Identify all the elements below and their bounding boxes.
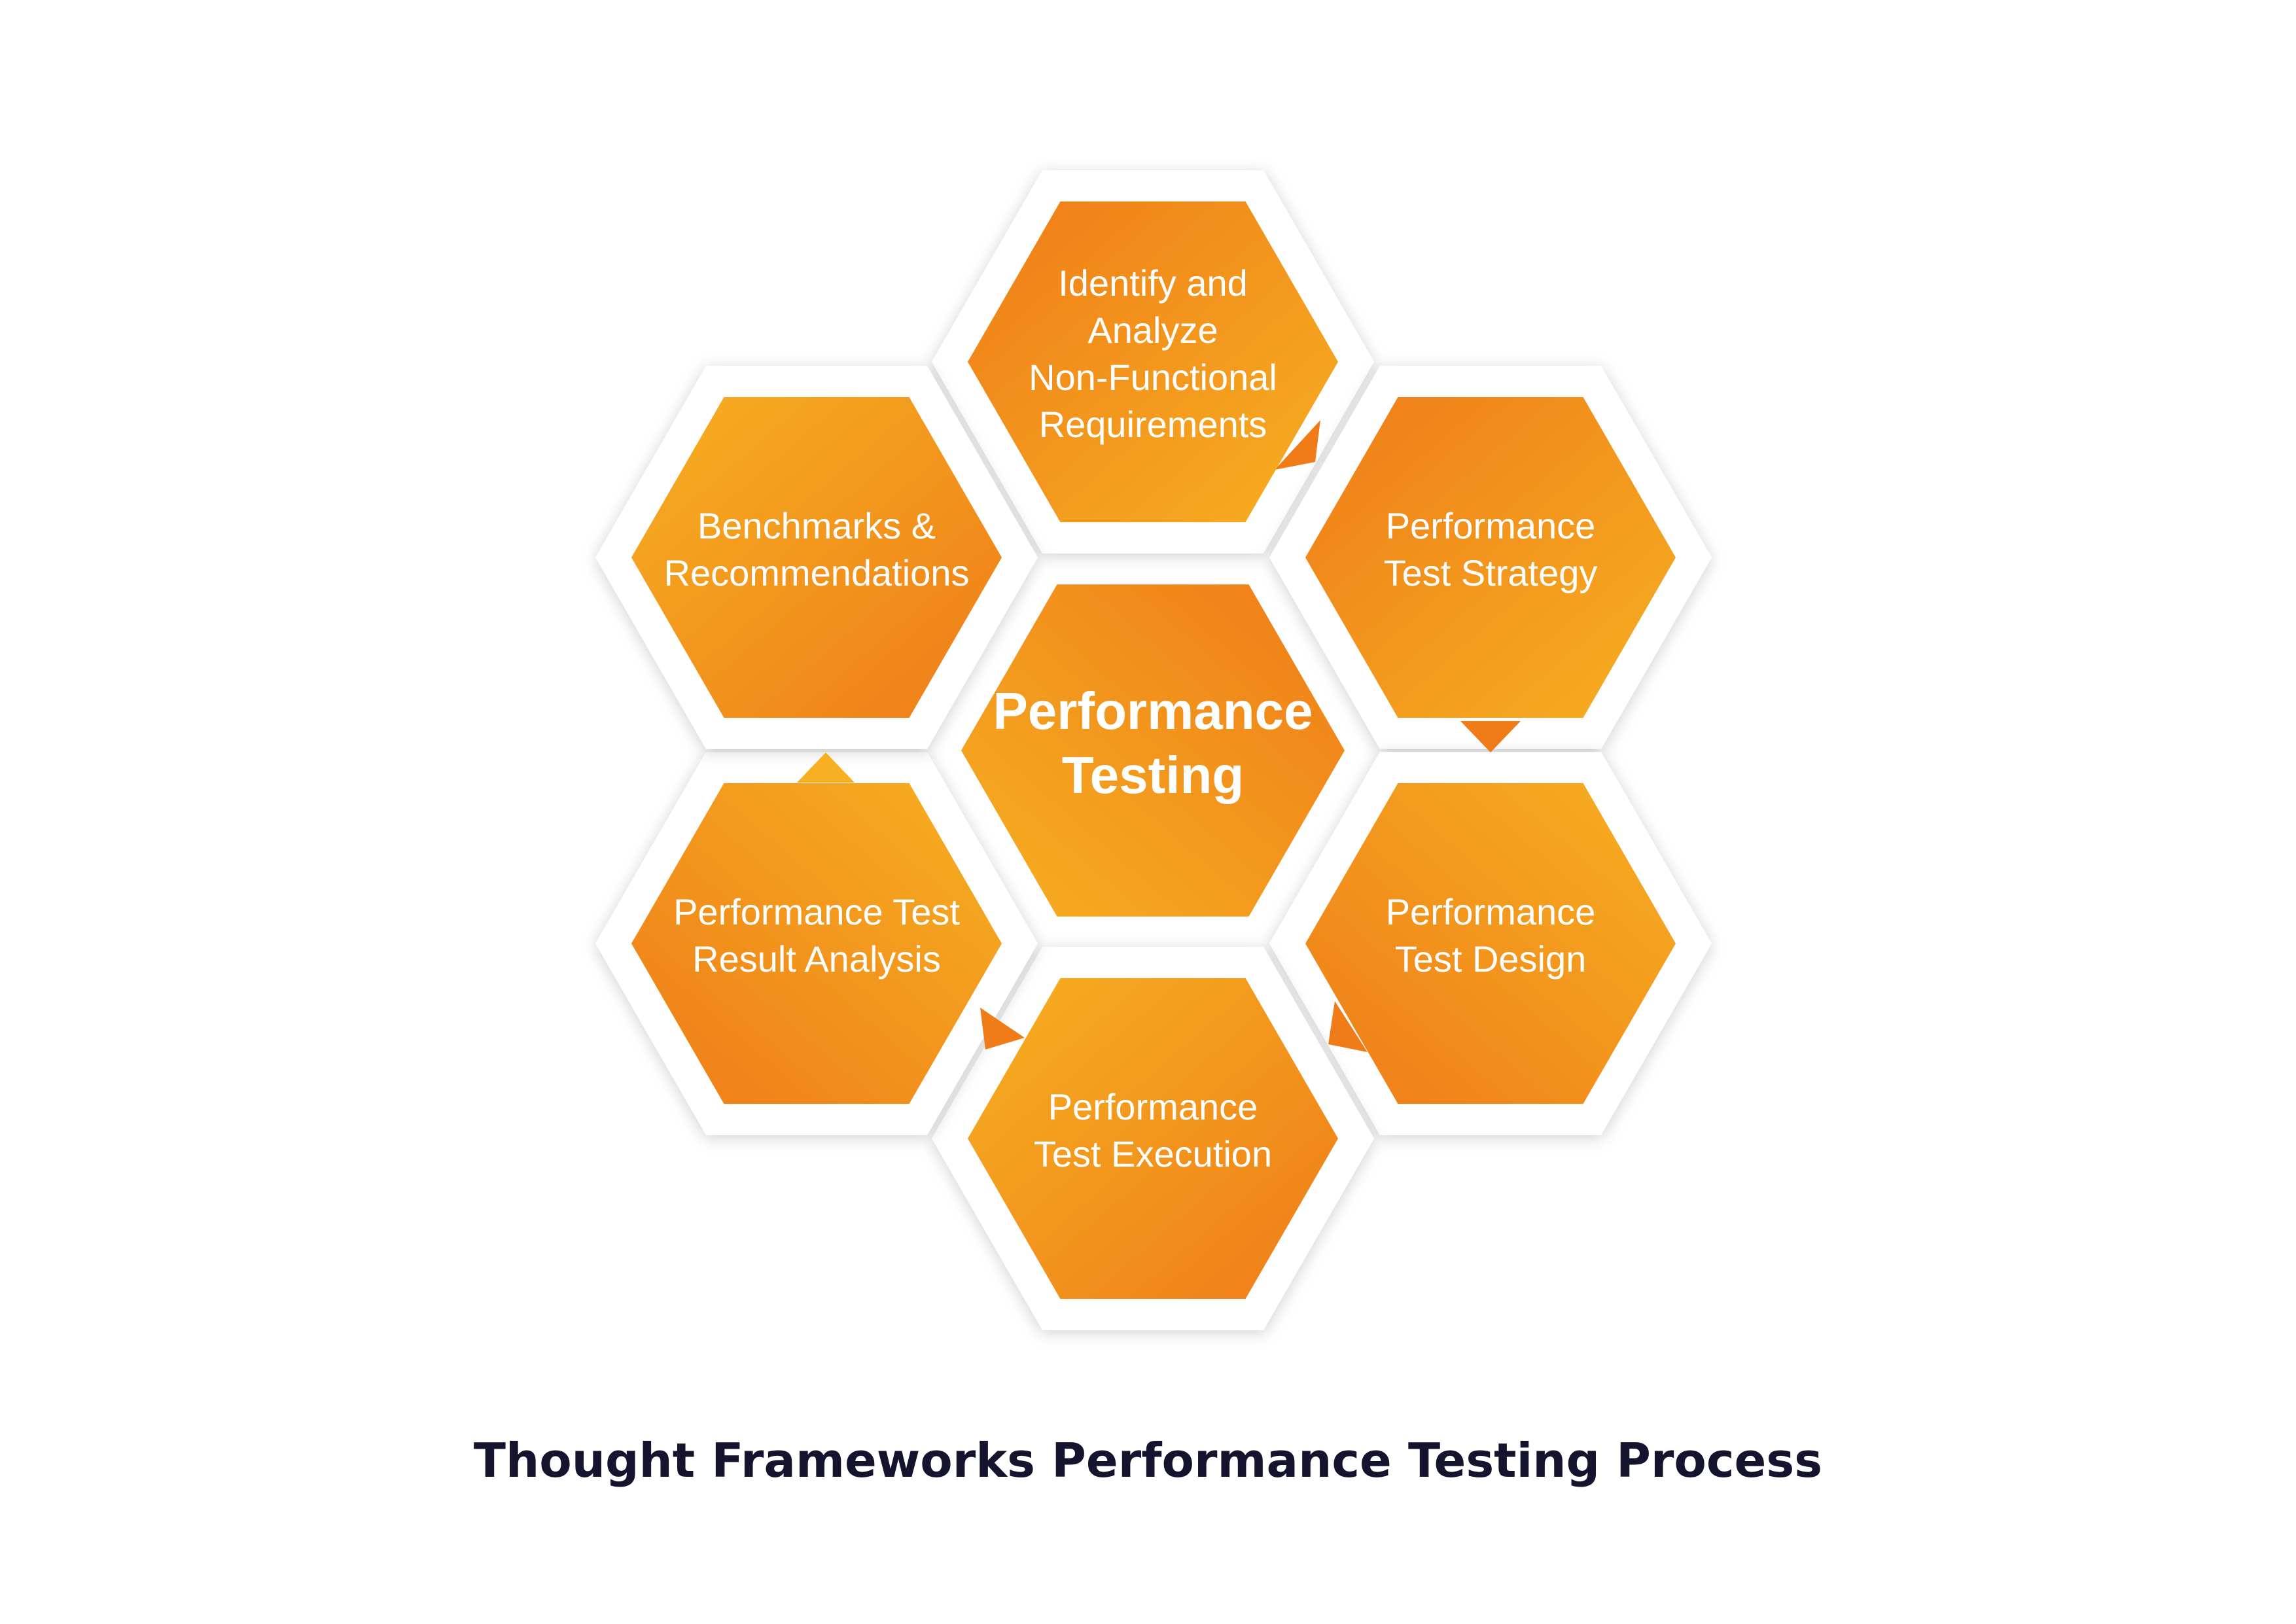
label-execution-line: Test Execution bbox=[1034, 1133, 1272, 1174]
hex-connectors bbox=[797, 420, 1521, 1052]
label-analysis-line: Performance Test bbox=[673, 891, 960, 932]
label-requirements-line: Identify and bbox=[1058, 262, 1248, 304]
label-execution-line: Performance bbox=[1048, 1086, 1258, 1127]
hex-strategy bbox=[1305, 397, 1676, 718]
label-benchmarks: Benchmarks & Recommendations bbox=[664, 505, 970, 593]
hex-design bbox=[1305, 783, 1676, 1104]
label-benchmarks-line: Recommendations bbox=[664, 552, 970, 593]
label-design-line: Performance bbox=[1386, 891, 1596, 932]
label-requirements-line: Analyze bbox=[1087, 309, 1218, 351]
connector-analysis-benchmarks bbox=[797, 752, 855, 783]
hex-center bbox=[961, 584, 1345, 917]
label-center-line: Performance bbox=[993, 682, 1313, 740]
connector-requirements-strategy bbox=[1275, 420, 1320, 470]
label-benchmarks-line: Benchmarks & bbox=[698, 505, 936, 546]
connector-execution-analysis bbox=[980, 1008, 1025, 1050]
label-strategy-line: Test Strategy bbox=[1384, 552, 1598, 593]
label-requirements-line: Requirements bbox=[1039, 404, 1267, 445]
label-strategy-line: Performance bbox=[1386, 505, 1596, 546]
connector-design-execution bbox=[1328, 1001, 1368, 1052]
label-design-line: Test Design bbox=[1395, 938, 1587, 980]
diagram-caption: Thought Frameworks Performance Testing P… bbox=[473, 1433, 1823, 1488]
label-analysis-line: Result Analysis bbox=[692, 938, 941, 980]
hex-requirements bbox=[968, 201, 1338, 523]
hex-benchmarks bbox=[631, 397, 1002, 718]
hex-analysis bbox=[631, 783, 1002, 1104]
hex-fills bbox=[631, 201, 1676, 1299]
label-requirements-line: Non-Functional bbox=[1029, 357, 1277, 398]
label-center-line: Testing bbox=[1062, 746, 1245, 804]
connector-strategy-design bbox=[1460, 721, 1521, 752]
hex-execution bbox=[968, 978, 1338, 1299]
